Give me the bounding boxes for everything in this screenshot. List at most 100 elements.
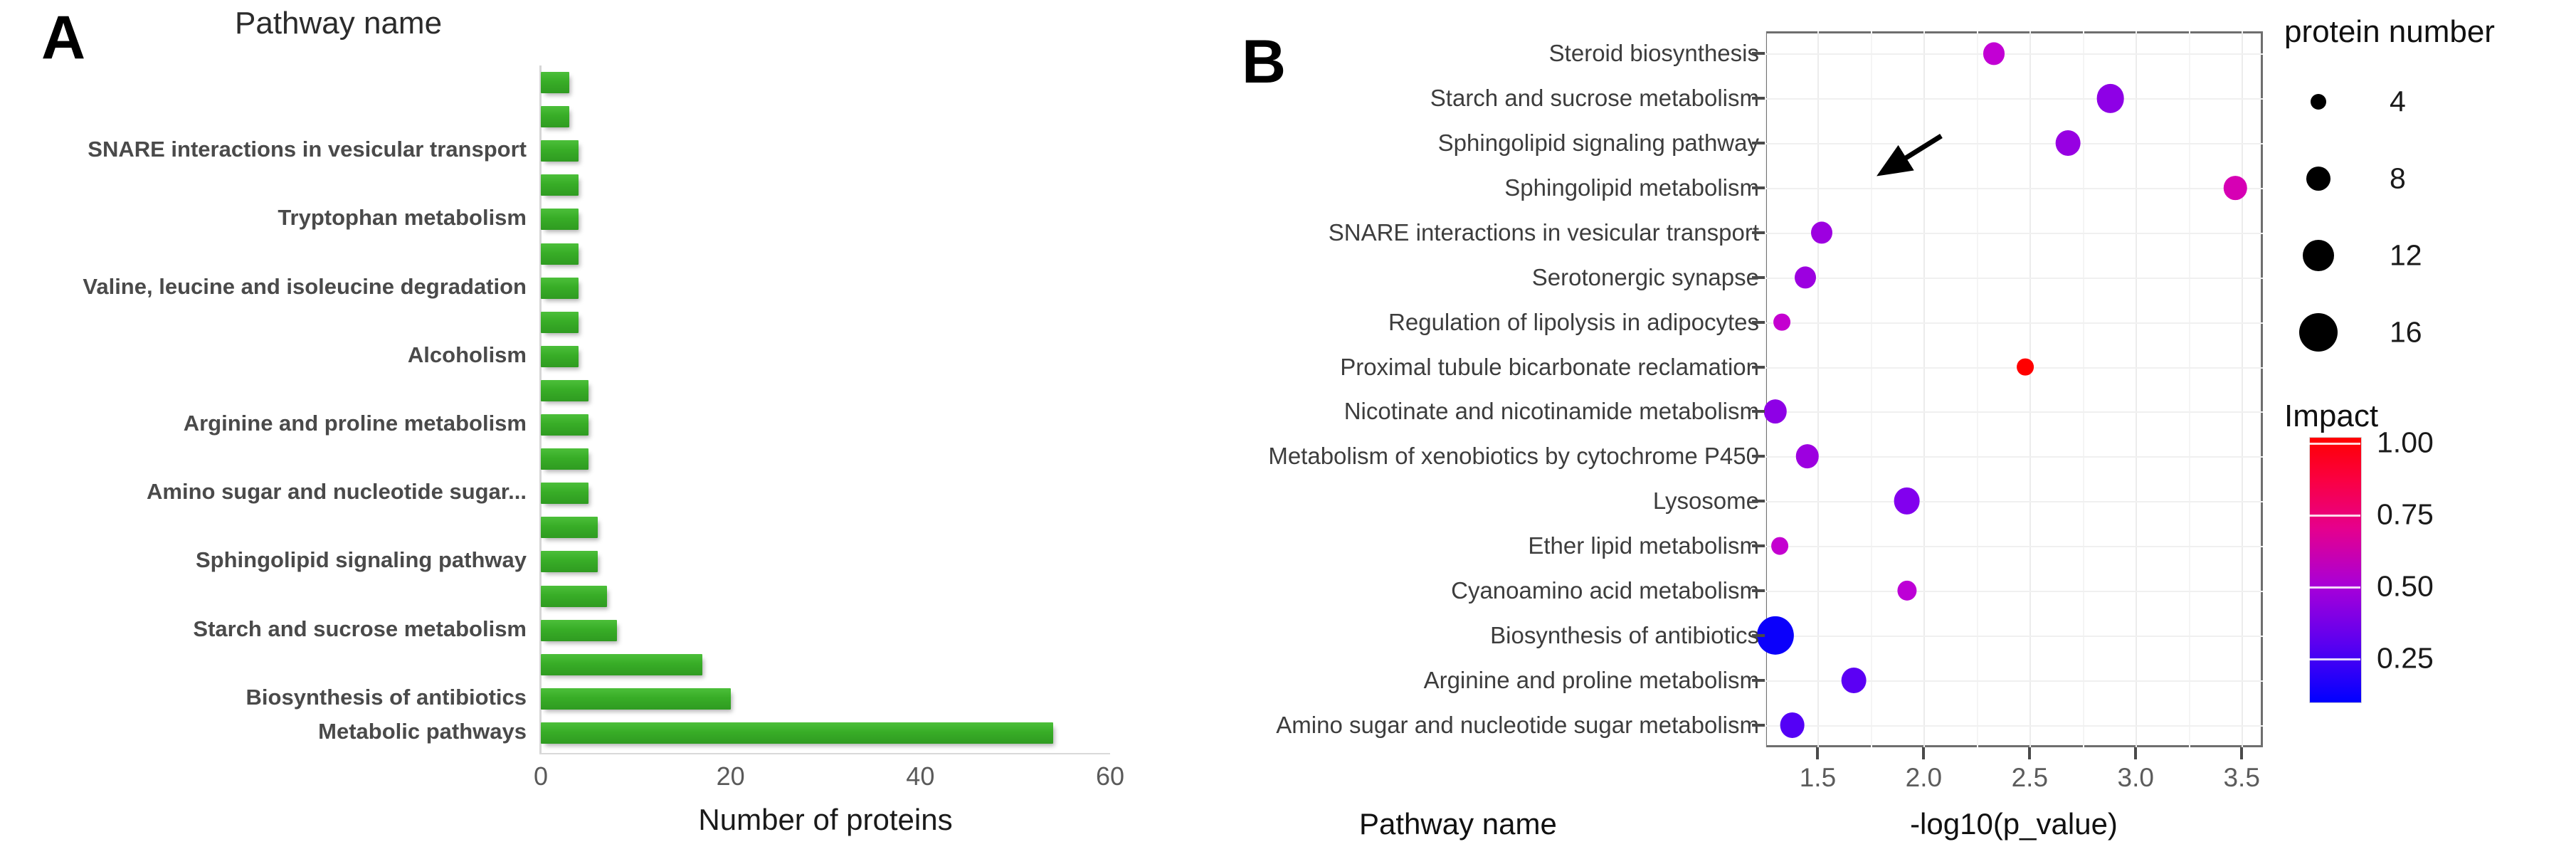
bar bbox=[541, 379, 588, 401]
scatter-point bbox=[2224, 176, 2247, 200]
colorbar-tick bbox=[2309, 658, 2360, 661]
x-axis-tick bbox=[1922, 747, 1926, 759]
gridline-horizontal bbox=[1765, 590, 2263, 592]
x-tick-label: 2.5 bbox=[2011, 763, 2049, 792]
bar bbox=[541, 277, 579, 299]
panel-a-y-axis-line bbox=[539, 65, 542, 754]
scatter-point bbox=[1780, 712, 1805, 738]
panel-a-letter: A bbox=[41, 4, 86, 72]
scatter-point bbox=[1794, 266, 1816, 289]
y-axis-label: Serotonergic synapse bbox=[1531, 263, 1759, 290]
bar-label: Amino sugar and nucleotide sugar... bbox=[147, 479, 527, 505]
scatter-point bbox=[2017, 358, 2034, 376]
colorbar-tick bbox=[2309, 586, 2360, 589]
y-axis-tick bbox=[1752, 723, 1765, 727]
bar bbox=[541, 722, 1053, 744]
legend-size-item: 4 bbox=[2263, 75, 2505, 128]
legend-size-item: 8 bbox=[2263, 152, 2505, 205]
y-axis-tick bbox=[1752, 410, 1765, 413]
bar bbox=[541, 140, 579, 162]
gridline-horizontal bbox=[1765, 680, 2263, 682]
y-axis-tick bbox=[1752, 320, 1765, 324]
x-tick-label: 0 bbox=[533, 762, 549, 791]
bar-label: Arginine and proline metabolism bbox=[183, 411, 527, 436]
y-axis-label: Lysosome bbox=[1652, 488, 1759, 515]
y-axis-tick bbox=[1752, 186, 1765, 190]
y-axis-tick bbox=[1752, 455, 1765, 458]
scatter-point bbox=[1894, 488, 1920, 515]
bar bbox=[541, 619, 617, 641]
legend-protein-number-title: protein number bbox=[2284, 14, 2495, 49]
legend-size-dot bbox=[2299, 313, 2338, 352]
y-axis-tick bbox=[1752, 142, 1765, 145]
gridline-container bbox=[1765, 31, 2263, 747]
bar bbox=[541, 106, 569, 128]
gridline-horizontal bbox=[1765, 456, 2263, 458]
bar-label: Starch and sucrose metabolism bbox=[193, 616, 527, 641]
y-axis-label: Cyanoamino acid metabolism bbox=[1451, 576, 1759, 604]
x-tick-label: 2.0 bbox=[1905, 763, 1943, 792]
scatter-point bbox=[1896, 580, 1917, 601]
bar bbox=[541, 345, 579, 367]
legend-size-label: 12 bbox=[2390, 238, 2422, 272]
gridline-vertical bbox=[2029, 31, 2032, 747]
gridline-horizontal bbox=[1765, 546, 2263, 548]
panel-b-plot-area bbox=[1765, 31, 2263, 747]
scatter-point bbox=[2096, 84, 2124, 113]
bar-label: SNARE interactions in vesicular transpor… bbox=[88, 137, 527, 162]
legend-size-label: 4 bbox=[2390, 85, 2406, 118]
y-axis-tick bbox=[1752, 97, 1765, 100]
gridline-vertical bbox=[1817, 31, 1820, 747]
colorbar-tick bbox=[2309, 443, 2360, 446]
gridline-horizontal bbox=[1765, 143, 2263, 145]
bar bbox=[541, 414, 588, 436]
y-axis-label: Arginine and proline metabolism bbox=[1423, 666, 1759, 693]
panel-b-pathway-axis-title: Pathway name bbox=[1359, 807, 1557, 841]
panel-b-letter: B bbox=[1242, 28, 1287, 96]
colorbar-tick-label: 1.00 bbox=[2377, 426, 2434, 459]
y-axis-label: SNARE interactions in vesicular transpor… bbox=[1328, 218, 1759, 246]
scatter-point bbox=[1770, 537, 1788, 555]
y-axis-label: Sphingolipid metabolism bbox=[1504, 174, 1759, 201]
y-axis-label: Amino sugar and nucleotide sugar metabol… bbox=[1276, 711, 1759, 738]
gridline-horizontal bbox=[1765, 98, 2263, 100]
y-axis-tick bbox=[1752, 678, 1765, 682]
gridline-vertical bbox=[2242, 31, 2244, 747]
scatter-point bbox=[1773, 313, 1790, 332]
bar bbox=[541, 517, 598, 539]
gridline-vertical bbox=[1923, 31, 1926, 747]
scatter-point bbox=[1763, 399, 1788, 424]
legend-size-item: 12 bbox=[2263, 229, 2505, 282]
gridline-vertical bbox=[1870, 31, 1872, 747]
legend-size-item: 16 bbox=[2263, 306, 2505, 359]
y-axis-tick bbox=[1752, 544, 1765, 548]
legend-size-label: 8 bbox=[2390, 162, 2406, 195]
x-tick-label: 1.5 bbox=[1799, 763, 1837, 792]
bar bbox=[541, 483, 588, 505]
x-tick-label: 3.0 bbox=[2117, 763, 2154, 792]
panel-a-x-axis-title: Number of proteins bbox=[698, 803, 953, 836]
x-axis-tick bbox=[2028, 747, 2032, 759]
bar bbox=[541, 174, 579, 196]
y-axis-label: Ether lipid metabolism bbox=[1528, 532, 1759, 559]
bar-label: Tryptophan metabolism bbox=[278, 205, 527, 231]
bar-label: Alcoholism bbox=[407, 342, 527, 367]
bar-label: Sphingolipid signaling pathway bbox=[196, 547, 527, 573]
legend-protein-number: protein number 4 8 12 16 bbox=[2263, 7, 2569, 363]
x-axis-tick bbox=[1816, 747, 1820, 759]
y-axis-tick bbox=[1752, 52, 1765, 56]
y-axis-tick bbox=[1752, 365, 1765, 369]
gridline-horizontal bbox=[1765, 411, 2263, 413]
bar bbox=[541, 72, 569, 94]
gridline-horizontal bbox=[1765, 188, 2263, 190]
bar bbox=[541, 311, 579, 333]
y-axis-label: Biosynthesis of antibiotics bbox=[1490, 621, 1759, 648]
y-axis-tick bbox=[1752, 500, 1765, 503]
y-axis-tick bbox=[1752, 275, 1765, 279]
legend-size-dot bbox=[2303, 240, 2334, 271]
x-tick-label: 60 bbox=[1095, 762, 1125, 791]
colorbar-tick-label: 0.25 bbox=[2377, 641, 2434, 675]
